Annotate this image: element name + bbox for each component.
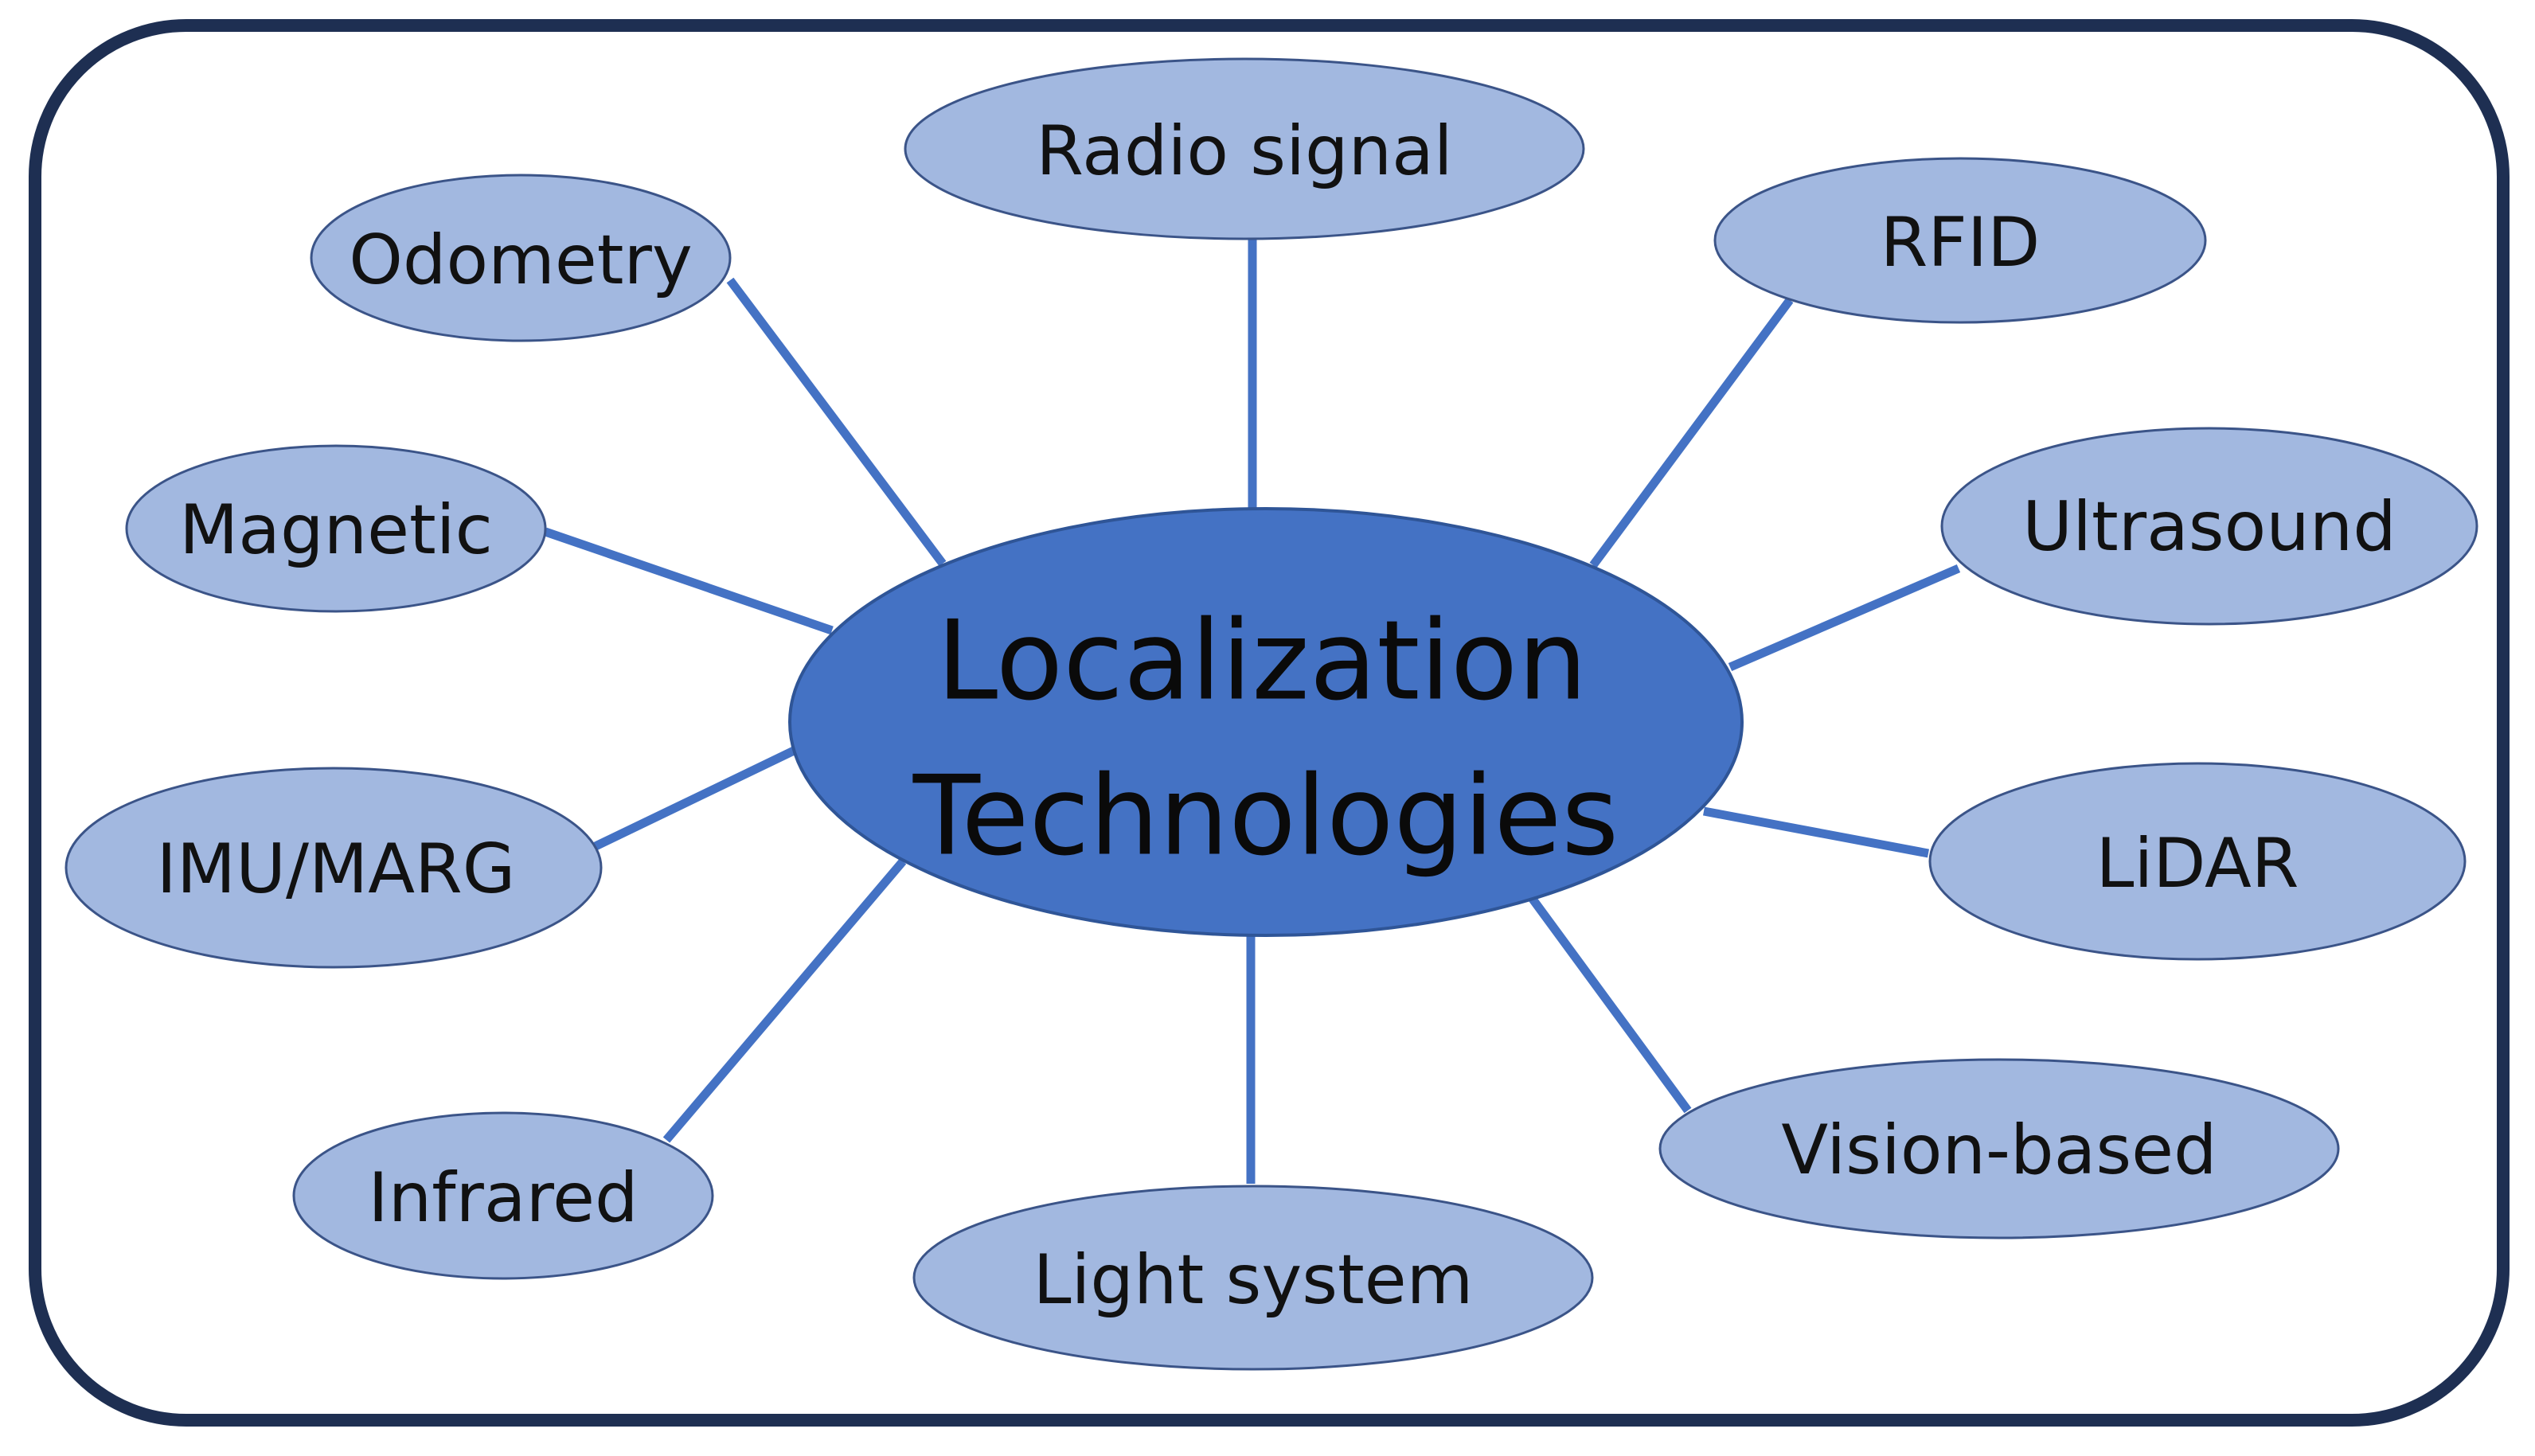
node-label: Odometry (349, 221, 693, 300)
connector-lidar (1702, 806, 1930, 858)
node-label: Light system (1033, 1240, 1474, 1320)
node-ultrasound: Ultrasound (1940, 427, 2478, 626)
node-ellipse (292, 1111, 714, 1280)
node-label: IMU/MARG (157, 829, 516, 909)
node-ellipse (1928, 762, 2467, 961)
node-odometry: Odometry (310, 174, 732, 342)
connector-vision-based (1528, 895, 1692, 1114)
node-label: RFID (1881, 203, 2041, 283)
node-vision-based: Vision-based (1658, 1058, 2340, 1239)
connectors (544, 239, 1961, 1184)
node-label: LiDAR (2096, 824, 2299, 904)
center-node: Localization Technologies (788, 507, 1744, 937)
node-lidar: LiDAR (1928, 762, 2467, 961)
connector-magnetic (544, 527, 834, 635)
node-ellipse (912, 1185, 1594, 1371)
connector-imu-marg (593, 747, 796, 850)
node-ellipse (1658, 1058, 2340, 1239)
node-ellipse (904, 57, 1585, 240)
node-ellipse (310, 174, 732, 342)
node-ellipse (1713, 157, 2207, 324)
node-label: Ultrasound (2022, 487, 2396, 567)
center-label-line2: Technologies (912, 752, 1619, 880)
node-magnetic: Magnetic (125, 444, 547, 613)
connector-odometry (726, 277, 947, 567)
center-label-line1: Localization (936, 597, 1587, 725)
center-ellipse (788, 507, 1744, 937)
node-rfid: RFID (1713, 157, 2207, 324)
node-ellipse (1940, 427, 2478, 626)
connector-ultrasound (1728, 564, 1961, 672)
node-label: Magnetic (179, 490, 493, 570)
node-label: Vision-based (1781, 1111, 2217, 1190)
node-imu-marg: IMU/MARG (64, 767, 603, 969)
node-label: Radio signal (1036, 111, 1452, 191)
connector-infrared (662, 858, 907, 1143)
connector-rfid (1589, 297, 1794, 568)
node-infrared: Infrared (292, 1111, 714, 1280)
node-ellipse (64, 767, 603, 969)
node-label: Infrared (368, 1158, 638, 1238)
node-ellipse (125, 444, 547, 613)
node-radio-signal: Radio signal (904, 57, 1585, 240)
node-light-system: Light system (912, 1185, 1594, 1371)
